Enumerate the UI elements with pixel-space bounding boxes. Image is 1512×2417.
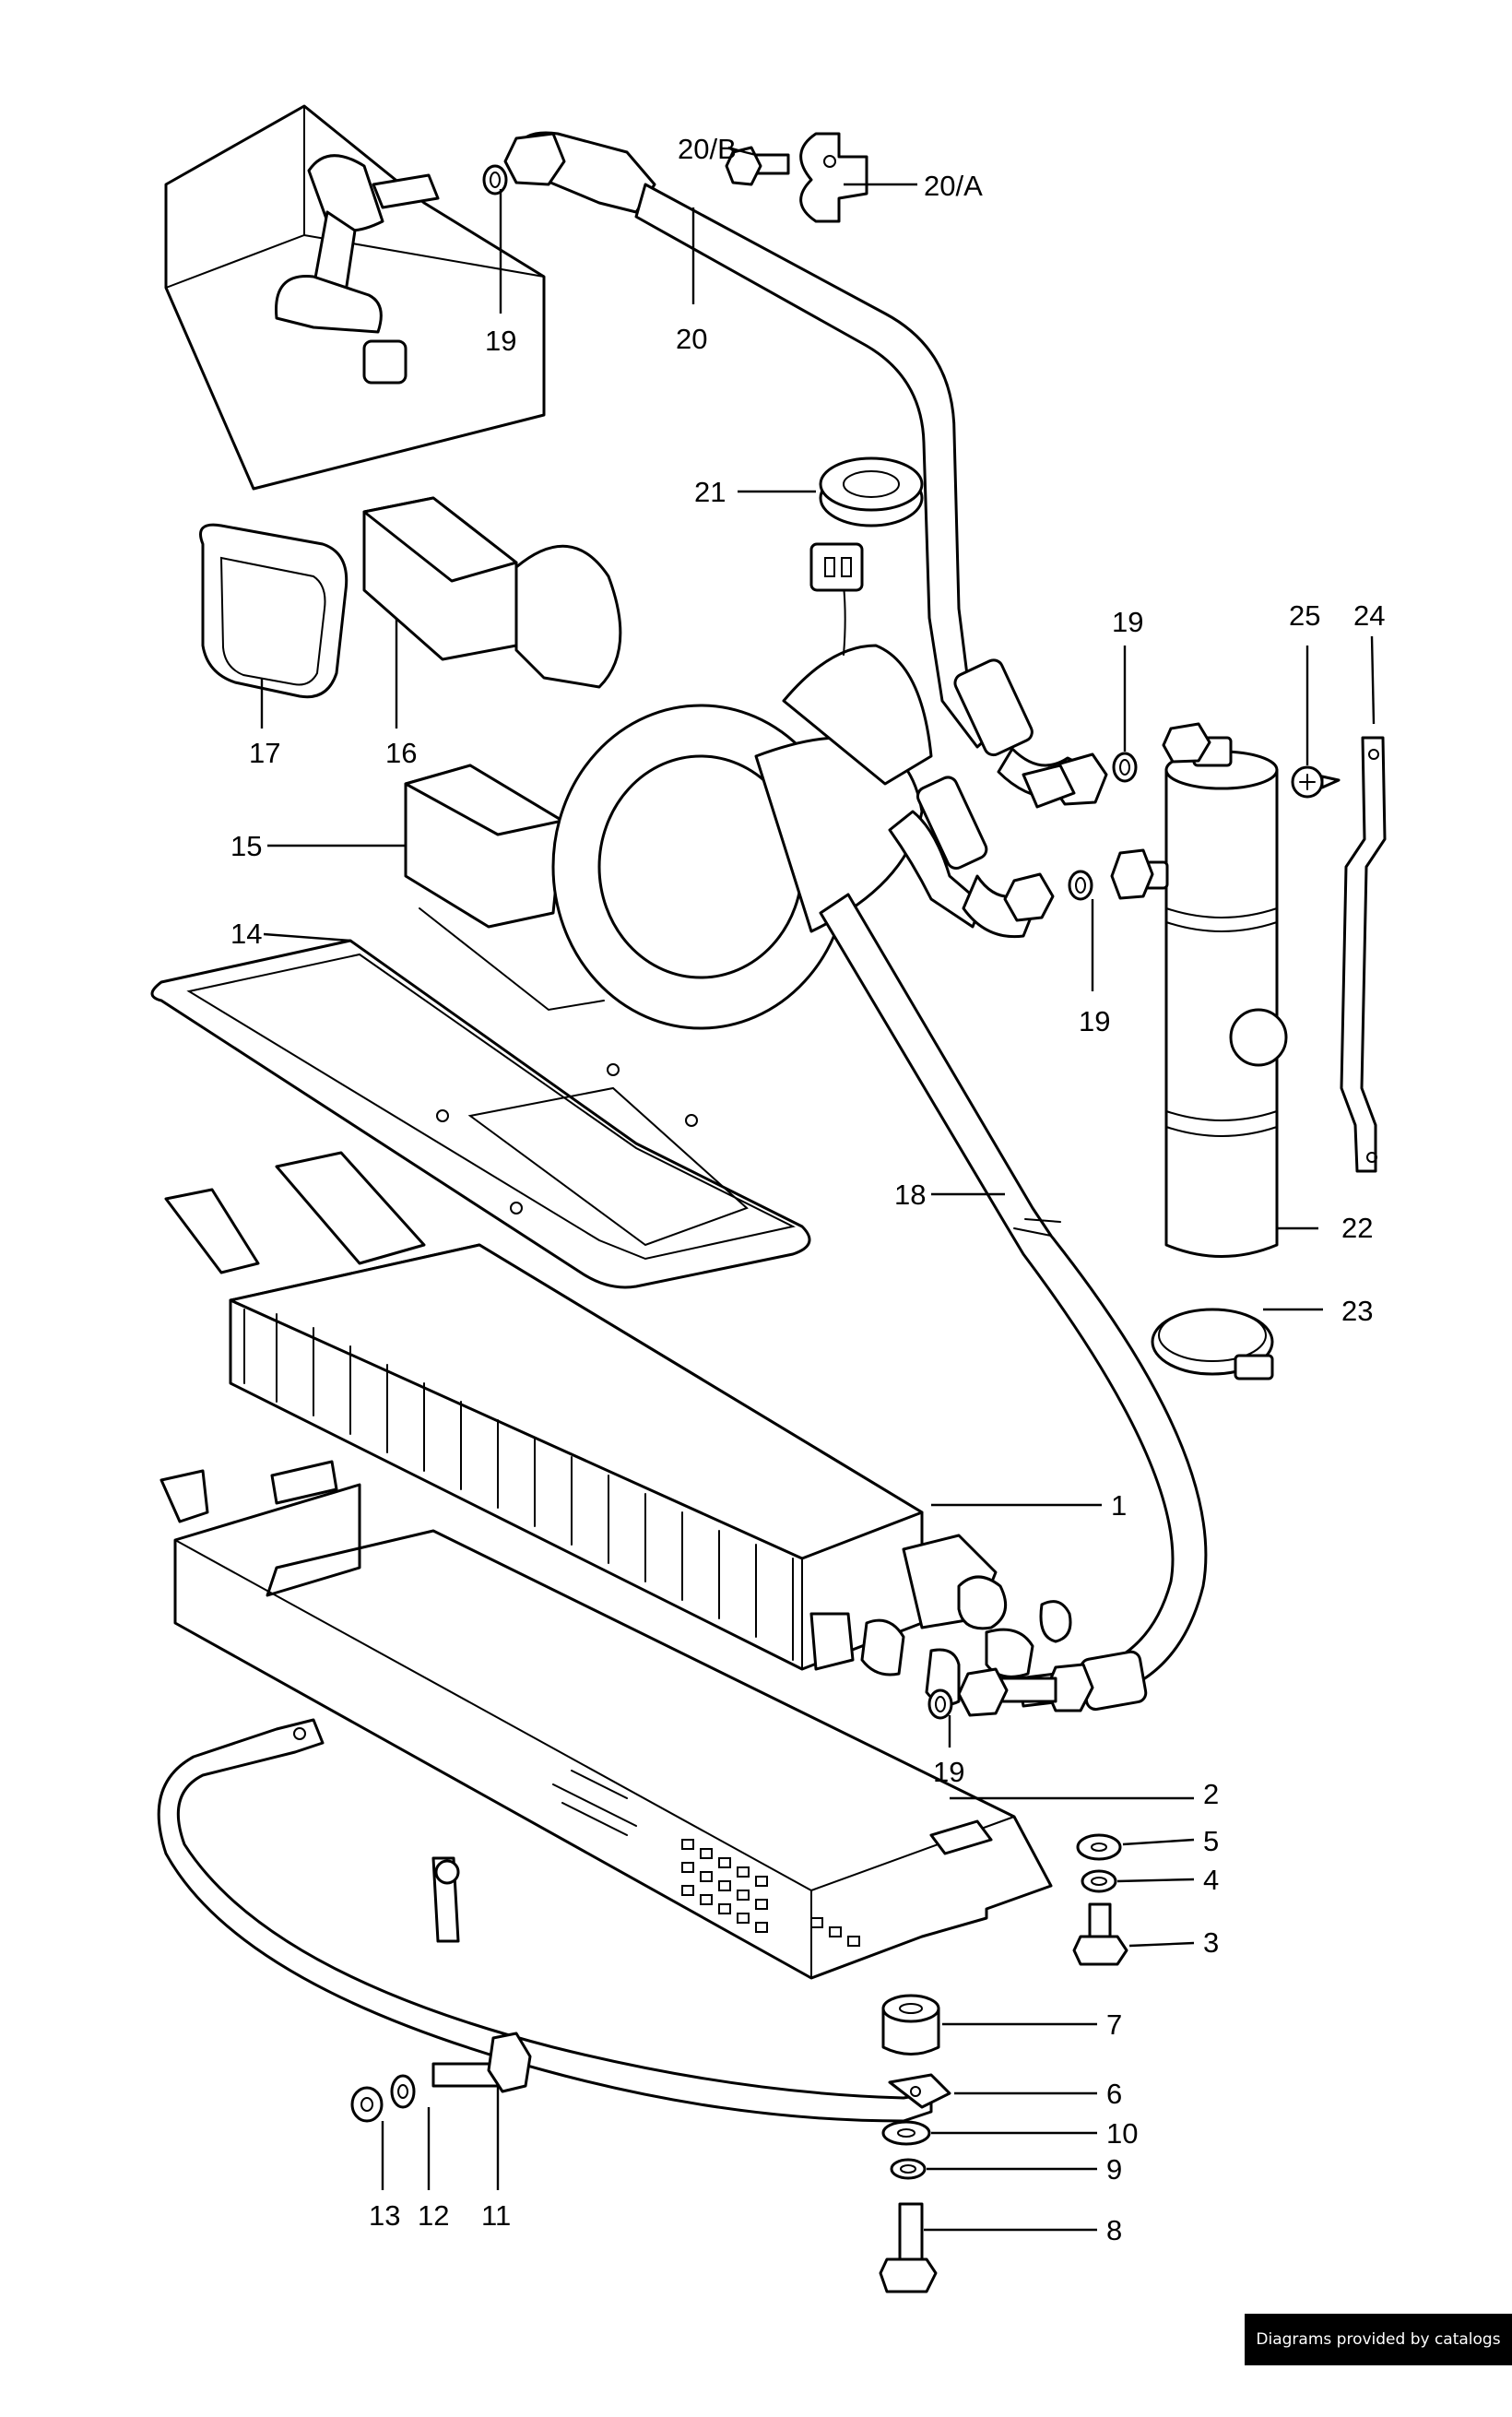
- label-4: 4: [1203, 1864, 1219, 1896]
- label-9: 9: [1106, 2153, 1122, 2186]
- screw-25: [1291, 765, 1341, 799]
- gasket-17: [199, 523, 348, 699]
- label-21: 21: [694, 476, 726, 508]
- bolt-11: [431, 2032, 532, 2093]
- label-5: 5: [1203, 1825, 1219, 1857]
- label-13: 13: [369, 2199, 400, 2232]
- label-22: 22: [1341, 1212, 1373, 1244]
- label-25: 25: [1289, 599, 1320, 632]
- blower-motor-15: [404, 542, 933, 1030]
- label-10: 10: [1106, 2117, 1138, 2150]
- screw-20b: [725, 146, 790, 186]
- label-3: 3: [1203, 1926, 1219, 1959]
- washer-10: [881, 2120, 931, 2146]
- label-24: 24: [1353, 599, 1385, 632]
- label-19-mid-lower: 19: [1079, 1005, 1110, 1037]
- label-12: 12: [418, 2199, 449, 2232]
- duct-16: [362, 496, 622, 689]
- lock-washer-4: [1081, 1869, 1117, 1893]
- seal-ring-19-mid-upper: [1112, 752, 1138, 783]
- band-clamp-23: [1151, 1308, 1274, 1380]
- lock-washer-12: [390, 2074, 416, 2109]
- credit-banner: Diagrams provided by catalogs parts: [1245, 2314, 1512, 2400]
- label-11: 11: [481, 2199, 511, 2232]
- seal-ring-19-mid-lower: [1068, 870, 1093, 901]
- fitting-mid-upper: [1022, 764, 1076, 809]
- parts-diagram: 1 2 3 4 5 6 7 8 9 10 11 12 13 14 15 16 1…: [150, 104, 1387, 2293]
- label-2: 2: [1203, 1778, 1219, 1810]
- callout-labels: 1 2 3 4 5 6 7 8 9 10 11 12 13 14 15 16 1…: [230, 133, 1385, 2246]
- support-strap-6: [157, 1718, 951, 2123]
- cover-plate-14: [150, 939, 811, 1289]
- label-8: 8: [1106, 2214, 1122, 2246]
- label-19-bottom: 19: [933, 1756, 964, 1788]
- label-19-top: 19: [485, 325, 516, 357]
- label-1: 1: [1111, 1489, 1127, 1522]
- label-16: 16: [385, 737, 417, 769]
- hose-mid-lower: [888, 776, 1055, 939]
- spacer-7: [881, 1994, 940, 2056]
- label-20a: 20/A: [924, 170, 983, 202]
- label-20b: 20/B: [678, 133, 737, 165]
- receiver-drier-22: [1110, 722, 1288, 1258]
- seal-ring-19-bottom: [927, 1688, 953, 1720]
- label-15: 15: [230, 830, 262, 862]
- heater-box-housing: [164, 104, 546, 491]
- label-18: 18: [894, 1179, 926, 1211]
- lock-washer-9: [890, 2158, 927, 2180]
- hose-20: [503, 131, 1108, 806]
- evaporator-core-1: [164, 1151, 1072, 1706]
- clamp-20a: [799, 132, 868, 223]
- label-19-mid-upper: 19: [1112, 606, 1143, 638]
- seal-ring-19-top: [482, 164, 508, 195]
- grommet-21: [819, 456, 924, 527]
- washer-13: [350, 2086, 384, 2123]
- tray-vent-slots: [681, 1839, 860, 1947]
- leader-lines: [260, 146, 1376, 2232]
- label-6: 6: [1106, 2078, 1122, 2110]
- hose-18: [819, 893, 1208, 1717]
- label-23: 23: [1341, 1295, 1373, 1327]
- drain-tray-2: [159, 1460, 1053, 1980]
- label-17: 17: [249, 737, 280, 769]
- bracket-strap-24: [1340, 736, 1387, 1173]
- label-14: 14: [230, 918, 262, 950]
- washer-5: [1076, 1833, 1122, 1861]
- label-20: 20: [676, 323, 707, 355]
- bolt-8: [879, 2202, 938, 2293]
- bolt-3: [1072, 1902, 1128, 1966]
- label-7: 7: [1106, 2008, 1122, 2041]
